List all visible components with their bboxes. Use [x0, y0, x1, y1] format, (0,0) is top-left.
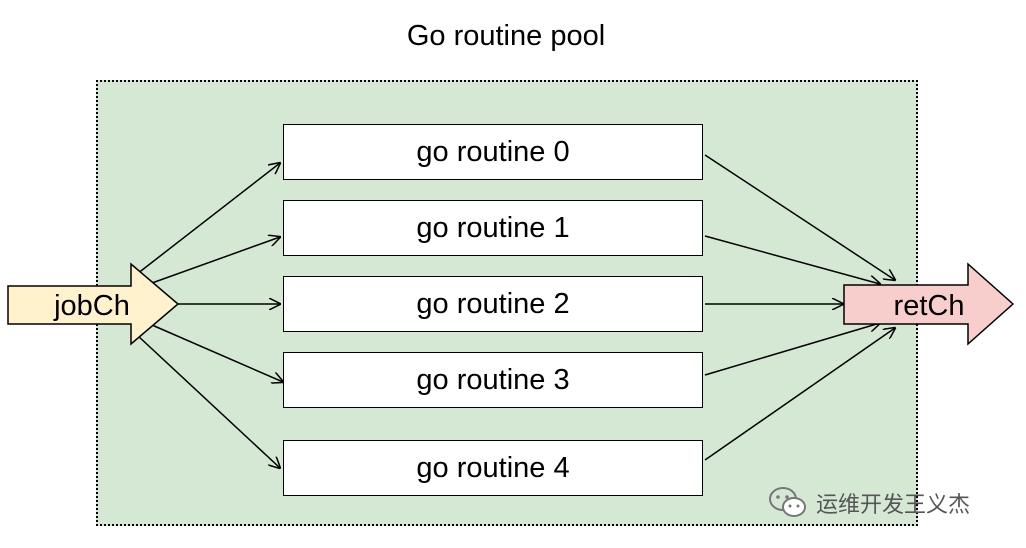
- routine-box-3: go routine 3: [283, 352, 703, 408]
- jobch-label: jobCh: [53, 290, 130, 322]
- routine-box-0: go routine 0: [283, 124, 703, 180]
- diagram-title: Go routine pool: [406, 20, 606, 52]
- fan-in-arrows: [704, 154, 895, 461]
- arrow-routine-4-to-retch: [704, 328, 895, 461]
- retch-node: retCh: [843, 262, 1015, 346]
- arrow-routine-0-to-retch: [704, 154, 895, 280]
- arrow-routine-3-to-retch: [704, 323, 880, 376]
- watermark: 运维开发王义杰: [768, 486, 970, 520]
- routine-box-2: go routine 2: [283, 276, 703, 332]
- arrow-routine-1-to-retch: [704, 235, 880, 284]
- arrow-jobch-to-routine-4: [136, 334, 280, 468]
- routine-box-4: go routine 4: [283, 440, 703, 496]
- watermark-text: 运维开发王义杰: [816, 493, 971, 518]
- retch-label: retCh: [894, 290, 965, 322]
- arrow-jobch-to-routine-0: [136, 163, 280, 275]
- routine-box-1: go routine 1: [283, 200, 703, 256]
- jobch-block-arrow: [7, 262, 180, 346]
- fan-out-arrows: [136, 163, 283, 468]
- arrow-jobch-to-routine-3: [151, 324, 283, 382]
- wechat-icon: [769, 487, 806, 517]
- jobch-node: jobCh: [7, 262, 180, 346]
- retch-block-arrow: [843, 262, 1015, 346]
- arrow-jobch-to-routine-1: [151, 237, 280, 284]
